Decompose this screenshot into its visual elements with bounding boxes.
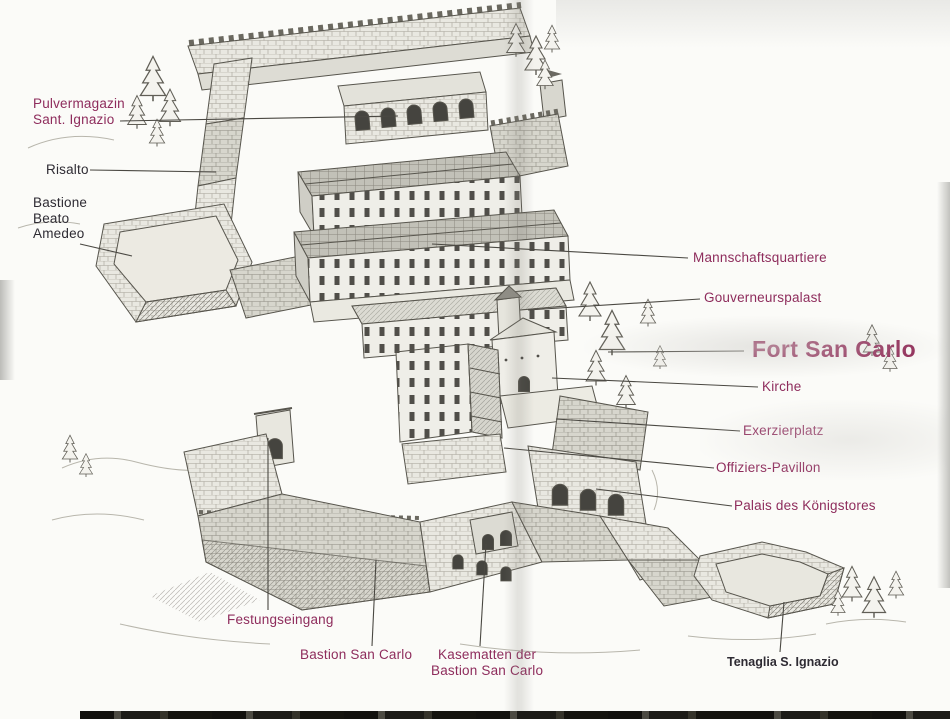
label-kirche: Kirche: [762, 379, 802, 394]
left-stepped-wall: [191, 57, 253, 243]
leader-tenaglia: [779, 601, 785, 653]
label-gouverneurspalast: Gouverneurspalast: [704, 290, 822, 305]
scan-wash-top-right: [556, 0, 950, 48]
label-tenaglia-s-ignazio: Tenaglia S. Ignazio: [727, 655, 839, 669]
terrain-sketch: [17, 135, 907, 654]
fortress-entrance: [253, 407, 295, 469]
leader-gouverneurspalast: [527, 298, 701, 311]
scan-wash-title-area: [584, 316, 950, 378]
label-kasematten: Kasematten der Bastion San Carlo: [431, 647, 543, 678]
leader-offiziers-pavillon: [503, 447, 715, 469]
leader-bastione-beato-amedeo: [79, 243, 133, 257]
label-festungseingang: Festungseingang: [227, 612, 334, 627]
label-offiziers-pavillon: Offiziers-Pavillon: [716, 460, 821, 476]
governors-palace: [351, 287, 569, 359]
label-risalto: Risalto: [46, 162, 89, 177]
bastion-beato-amedeo: [95, 203, 253, 323]
leader-pulvermagazin: [119, 115, 399, 122]
kings-gate-palace: [527, 395, 649, 525]
leader-kasematten: [479, 543, 487, 647]
tenaglia-outwork: [693, 541, 845, 619]
leader-bastion-san-carlo: [371, 559, 377, 647]
lower-bastion-walls: [183, 433, 742, 611]
upper-rampart: [187, 2, 535, 91]
label-palais-des-koenigstores: Palais des Königstores: [734, 498, 876, 513]
leader-risalto: [89, 169, 217, 173]
scan-page-fold: [504, 0, 534, 719]
label-bastion-san-carlo: Bastion San Carlo: [300, 647, 413, 662]
barracks-upper: [297, 151, 523, 237]
officers-pavilion-cluster: [395, 343, 507, 485]
label-bastione-beato-amedeo: Bastione Beato Amedeo: [33, 195, 88, 241]
leader-kirche: [551, 377, 759, 388]
connector-wall: [229, 251, 337, 319]
powder-magazine-gallery: [337, 71, 489, 145]
scan-edge-right: [937, 182, 950, 588]
label-mannschaftsquartiere: Mannschaftsquartiere: [693, 250, 827, 265]
leader-mannschaftsquartiere: [431, 243, 689, 259]
scan-wash-mid-right: [700, 400, 950, 480]
courtyard: [309, 279, 575, 323]
label-pulvermagazin: Pulvermagazin Sant. Ignazio: [33, 96, 125, 127]
label-exerzierplatz: Exerzierplatz: [743, 423, 824, 439]
scan-edge-left: [0, 280, 15, 380]
scan-bottom-strip: [80, 711, 950, 719]
leader-palais-des-koenigstores: [595, 488, 733, 507]
